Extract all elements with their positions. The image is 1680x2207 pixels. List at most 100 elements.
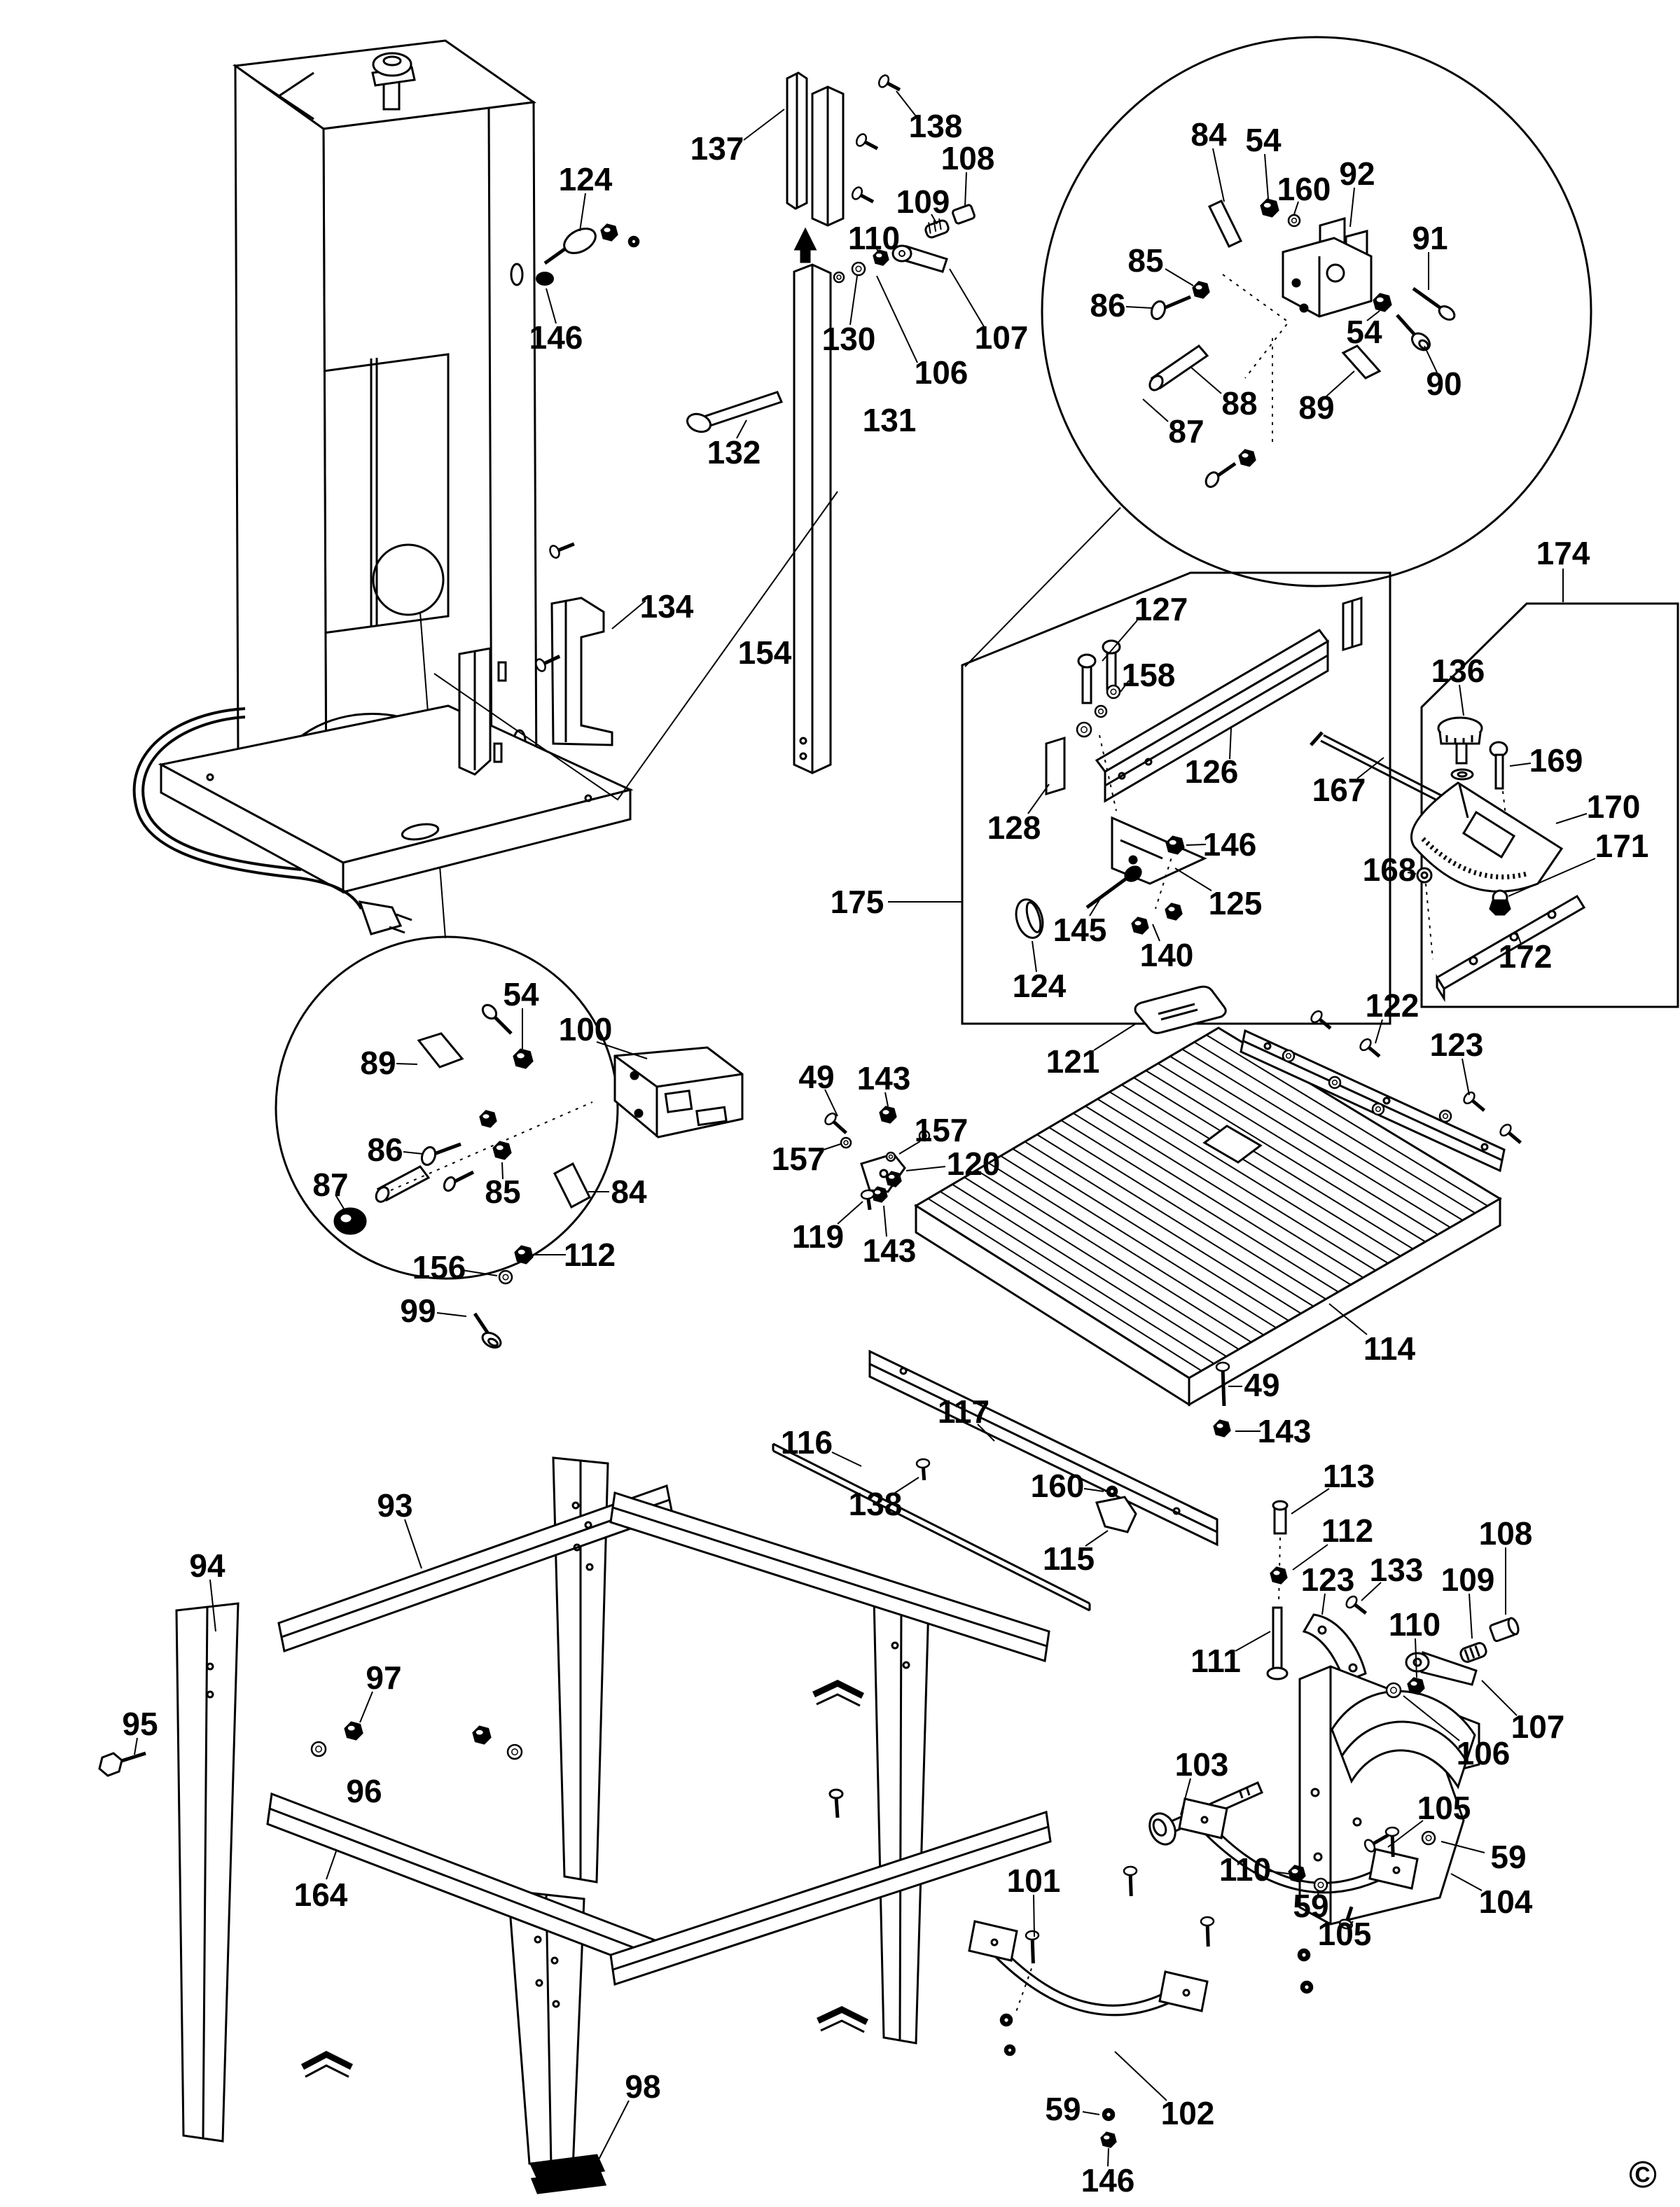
- miter-group-box: [1420, 602, 1679, 1008]
- power-cord: [132, 707, 412, 935]
- table-rib: [1145, 1070, 1426, 1243]
- hex-nut: [600, 223, 618, 242]
- strip-116: [772, 1442, 1091, 1612]
- table-ribs: [927, 1034, 1488, 1372]
- leader-line: [1509, 763, 1532, 767]
- callout-96: 96: [346, 1773, 382, 1809]
- leader-line: [819, 1143, 841, 1152]
- callout-146: 146: [1203, 826, 1257, 863]
- washer-hole: [922, 1133, 927, 1139]
- leader-line: [1267, 1870, 1289, 1874]
- hex-nut: [885, 1171, 902, 1188]
- callout-117: 117: [938, 1393, 990, 1430]
- screw-head: [1463, 1091, 1476, 1105]
- guide-bracket-92: [1282, 217, 1373, 318]
- hex-nut: [344, 1721, 363, 1741]
- leader-line: [1032, 940, 1037, 973]
- callout-92: 92: [1339, 155, 1375, 192]
- nut-highlight: [518, 1249, 525, 1255]
- hex-nut: [1373, 293, 1392, 312]
- copyright-symbol: ©: [1629, 2154, 1657, 2196]
- table-rib: [1024, 1141, 1302, 1314]
- leader-line: [1508, 858, 1596, 897]
- leader-line: [1292, 1544, 1328, 1571]
- table-rib: [988, 1162, 1265, 1336]
- leader-line: [1462, 1058, 1470, 1096]
- table-rib: [1036, 1134, 1314, 1307]
- callout-146: 146: [529, 319, 583, 356]
- hex-nut: [492, 1141, 512, 1160]
- table-rib: [1206, 1034, 1488, 1207]
- callout-95: 95: [122, 1706, 158, 1742]
- nut-highlight: [875, 1190, 881, 1195]
- leader-line: [1174, 868, 1212, 891]
- leader-line: [1387, 1820, 1424, 1848]
- leader-line: [1361, 1582, 1382, 1601]
- saw-base: [158, 704, 634, 894]
- table-rib: [1169, 1055, 1451, 1228]
- callout-85: 85: [1127, 242, 1163, 279]
- thumbscrew-90: [1396, 314, 1431, 351]
- callout-172: 172: [1499, 938, 1553, 975]
- table-rib: [927, 1197, 1202, 1372]
- nut-highlight: [882, 1110, 889, 1115]
- leader-line: [1293, 201, 1299, 215]
- callout-123: 123: [1430, 1026, 1484, 1063]
- lever-boss: [891, 244, 912, 263]
- insert-hole: [1202, 1125, 1263, 1164]
- callout-101: 101: [1007, 1863, 1061, 1899]
- leader-line: [461, 1269, 498, 1276]
- leader-line: [837, 1201, 863, 1225]
- bushing-108: [1489, 1617, 1520, 1643]
- callout-109: 109: [896, 183, 950, 220]
- nut-highlight: [1376, 297, 1384, 302]
- leader-line: [1229, 727, 1232, 760]
- callout-105: 105: [1417, 1790, 1471, 1826]
- callout-112: 112: [1321, 1512, 1373, 1549]
- callout-119: 119: [792, 1218, 844, 1255]
- hex-nut: [472, 1725, 492, 1745]
- leader-line: [546, 288, 557, 324]
- leader-line: [898, 1141, 921, 1155]
- callout-113: 113: [1323, 1458, 1375, 1494]
- callout-160: 160: [1277, 171, 1331, 207]
- callout-169: 169: [1529, 742, 1583, 779]
- screw-head: [1384, 1826, 1400, 1837]
- bracket-134: [458, 597, 613, 776]
- bolt-small: [443, 1170, 475, 1192]
- corner-brace: [817, 2005, 869, 2033]
- table-group: [772, 985, 1506, 1612]
- washer-hole: [1291, 217, 1298, 224]
- miter-head-170: [1410, 781, 1564, 893]
- screw-head: [535, 658, 546, 672]
- screw-head: [1363, 1839, 1376, 1853]
- nut-highlight: [1291, 1869, 1298, 1874]
- hex-nut: [1192, 281, 1210, 299]
- door-latch: [510, 263, 524, 286]
- leader-line: [883, 1205, 887, 1237]
- leader-line: [1415, 1638, 1417, 1678]
- table-rib: [976, 1169, 1252, 1343]
- leader-line: [209, 1579, 216, 1632]
- upper-guide-detail-circle: [964, 36, 1592, 667]
- callout-59: 59: [1490, 1839, 1526, 1875]
- table-rib: [1158, 1062, 1438, 1236]
- foot-98: [529, 2154, 607, 2194]
- callout-54: 54: [1346, 314, 1382, 350]
- callout-124: 124: [1013, 968, 1067, 1004]
- screw-head: [1499, 1123, 1512, 1137]
- screw-head: [1123, 1865, 1138, 1877]
- leader-line: [1093, 1023, 1137, 1051]
- clamp-123: [1302, 1613, 1367, 1683]
- callout-146: 146: [1081, 2162, 1135, 2199]
- tension-knob: [371, 52, 416, 111]
- screw-head: [549, 545, 560, 559]
- callout-122: 122: [1366, 987, 1419, 1024]
- pin: [375, 1165, 431, 1203]
- leader-line: [905, 1166, 946, 1171]
- callout-107: 107: [975, 319, 1029, 356]
- rod-167: [1310, 731, 1450, 807]
- table-rib: [1085, 1105, 1364, 1279]
- callout-110: 110: [848, 220, 900, 256]
